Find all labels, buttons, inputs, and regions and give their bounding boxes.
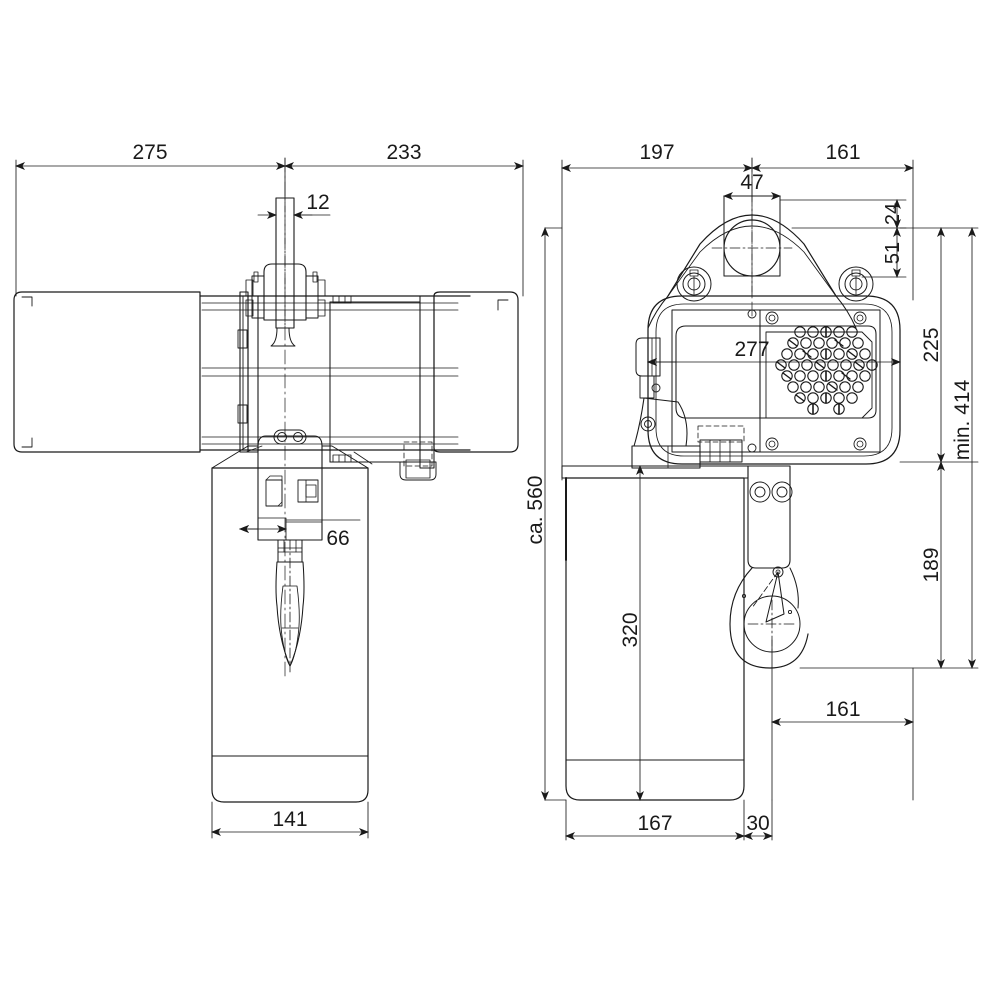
hoist-body-block xyxy=(247,295,259,453)
dim-167: 167 xyxy=(637,812,672,835)
dim-320: 320 xyxy=(619,612,642,647)
dim-66: 66 xyxy=(326,527,349,550)
front-view-geometry xyxy=(561,195,901,801)
load-hook-side xyxy=(275,539,305,673)
cover-screws xyxy=(747,309,867,453)
chain-container-front xyxy=(561,465,749,801)
limit-switch-lug xyxy=(635,337,661,393)
bracket-bolt-right xyxy=(838,266,874,302)
gear-housing-right xyxy=(329,291,519,481)
hook-block-side xyxy=(257,429,323,541)
dim-30: 30 xyxy=(746,812,769,835)
hoist-body-front xyxy=(631,295,901,469)
chain-container-side xyxy=(211,445,373,803)
dim-min-414: min. 414 xyxy=(951,379,974,460)
dim-161-top: 161 xyxy=(825,141,860,164)
front-view-dimensions xyxy=(541,157,979,841)
ventilation-grille xyxy=(775,326,878,415)
dim-275: 275 xyxy=(132,141,167,164)
dim-51: 51 xyxy=(882,242,904,264)
dimension-labels: 275 233 12 66 141 197 161 47 24 51 277 2… xyxy=(132,141,974,835)
side-view-dimensions xyxy=(15,157,524,839)
motor-fin-barrel xyxy=(199,295,471,451)
hook-block-bolts xyxy=(749,481,793,503)
dim-161-hook: 161 xyxy=(825,698,860,721)
motor-housing xyxy=(13,291,201,453)
dim-233: 233 xyxy=(386,141,421,164)
dim-189: 189 xyxy=(920,547,943,582)
terminal-block xyxy=(697,425,745,463)
dim-277: 277 xyxy=(734,338,769,361)
dim-24: 24 xyxy=(882,203,904,225)
dim-ca-560: ca. 560 xyxy=(524,476,547,545)
suspension-bracket-front xyxy=(647,195,874,329)
side-view-geometry xyxy=(13,197,519,803)
dim-47: 47 xyxy=(740,171,763,194)
hook-block-front xyxy=(729,465,809,669)
dim-141: 141 xyxy=(272,808,307,831)
dim-197: 197 xyxy=(639,141,674,164)
chain-guide-arm xyxy=(631,375,701,469)
bracket-bolt-left xyxy=(676,266,712,302)
dim-12: 12 xyxy=(306,191,329,214)
dim-225: 225 xyxy=(920,327,943,362)
